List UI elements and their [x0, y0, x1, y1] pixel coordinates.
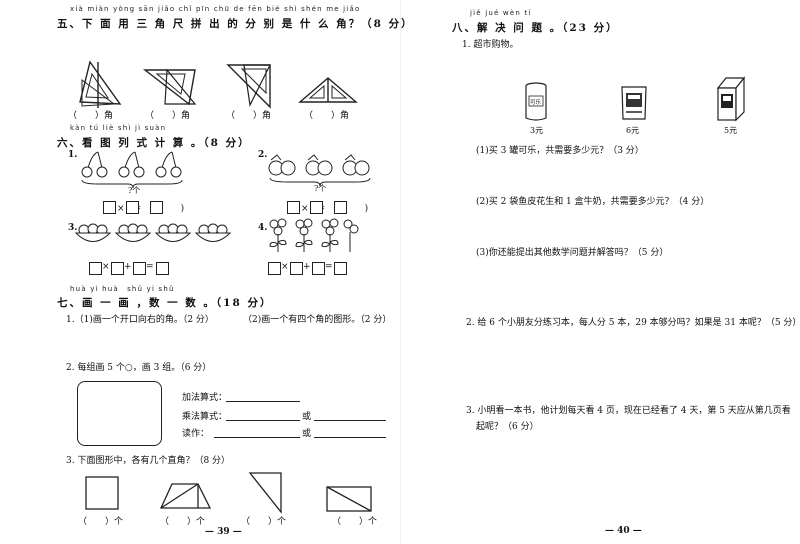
s8-pinyin: jiě jué wèn tí: [470, 9, 532, 17]
price-cola: 3元: [530, 126, 544, 135]
s7-heading: 七、画 一 画 ，数 一 数 。（18 分）: [57, 297, 273, 309]
shape-square: [85, 476, 119, 510]
p2-question: ?个: [314, 184, 327, 193]
read-label: 读作：: [182, 429, 210, 439]
cola-can-icon: [525, 82, 547, 121]
s5-pinyin: xià miàn yòng sān jiǎo chǐ pīn chū de fē…: [70, 5, 361, 13]
p4-box-2[interactable]: [290, 262, 303, 275]
read-or: 或: [302, 429, 312, 439]
q3-line-1: 3. 小明看一本书，他计划每天看 4 页，现在已经看了 4 天，第 5 天应从第…: [466, 406, 791, 416]
right-page-number: — 40 —: [605, 526, 642, 536]
p3-op-times: ×: [102, 262, 110, 272]
read-answer-line-1[interactable]: [214, 437, 300, 438]
add-answer-line[interactable]: [226, 401, 300, 402]
milk-carton-icon: [716, 76, 746, 122]
s5-heading: 五、下 面 用 三 角 尺 拼 出 的 分 别 是 什 么 角？（8 分）: [57, 18, 414, 30]
p1-number: 1.: [68, 150, 78, 160]
peanut-bag-icon: [621, 86, 647, 120]
p4-box-3[interactable]: [312, 262, 325, 275]
p4-box-4[interactable]: [334, 262, 347, 275]
q1-2: (2)买 2 袋鱼皮花生和 1 盒牛奶，共需要多少元？（4 分）: [476, 197, 710, 207]
mul-label: 乘法算式：: [182, 412, 228, 422]
q3-line-2: 起呢？（6 分）: [476, 422, 539, 432]
p4-op-eq: =: [325, 262, 333, 272]
q2: 2. 给 6 个小朋友分练习本，每人分 5 本，29 本够分吗？如果是 31 本…: [466, 318, 800, 328]
read-answer-line-2[interactable]: [314, 437, 386, 438]
s7-pinyin: huà yi huà shǔ yi shǔ: [70, 285, 175, 293]
price-milk: 5元: [724, 126, 738, 135]
drawing-box[interactable]: [77, 381, 162, 446]
p4-box-1[interactable]: [268, 262, 281, 275]
p3-box-2[interactable]: [111, 262, 124, 275]
s8-heading: 八、解 决 问 题 。（23 分）: [452, 22, 619, 34]
s5-figure-3: [226, 64, 271, 109]
p3-op-plus: +: [124, 262, 132, 272]
p1-question: ?个: [128, 186, 141, 195]
q1-1: (1)买 3 罐可乐，共需要多少元？（3 分）: [476, 146, 644, 156]
p2-box-1[interactable]: [287, 201, 300, 214]
flowers-picture: [269, 218, 359, 252]
price-peanut: 6元: [626, 126, 640, 135]
s5-figure-2: [142, 68, 197, 106]
s5-answer-1[interactable]: （ ）角: [68, 111, 114, 121]
mul-answer-line-2[interactable]: [314, 420, 386, 421]
p3-box-1[interactable]: [89, 262, 102, 275]
p3-box-4[interactable]: [156, 262, 169, 275]
s5-figure-1: [79, 60, 122, 108]
shape-rectangle-diagonal: [326, 486, 372, 512]
cola-can-label: 可乐: [530, 100, 542, 106]
q1-title: 1. 超市购物。: [462, 40, 519, 50]
p2-box-2[interactable]: [310, 201, 323, 214]
q1-3: (3)你还能提出其他数学问题并解答吗？（5 分）: [476, 248, 669, 258]
p1-box-3[interactable]: [150, 201, 163, 214]
cherries-picture: [81, 151, 183, 189]
p1-box-2[interactable]: [126, 201, 139, 214]
s6-pinyin: kàn tú liè shì jì suàn: [70, 124, 167, 132]
s5-answer-4[interactable]: （ ）角: [304, 111, 350, 121]
s7-q3: 3. 下面图形中，各有几个直角？（8 分）: [66, 456, 231, 466]
shape-triangle: [248, 472, 282, 514]
s6-heading: 六、看 图 列 式 计 算 。（8 分）: [57, 137, 251, 149]
p4-op-plus: +: [303, 262, 311, 272]
s7-q1a: 1.（1)画一个开口向右的角。（2 分）: [66, 315, 214, 325]
left-page-number: — 39 —: [205, 527, 242, 537]
s7-unit-4[interactable]: （ ）个: [332, 517, 378, 527]
s5-figure-4: [298, 77, 358, 103]
p4-op-times: ×: [281, 262, 289, 272]
tomato-bowls-picture: [74, 223, 232, 242]
s7-unit-1[interactable]: （ ）个: [78, 517, 124, 527]
s7-q1b: （2)画一个有四个角的图形。（2 分）: [243, 315, 392, 325]
page-divider: [400, 0, 401, 544]
s7-unit-3[interactable]: （ ）个: [241, 517, 287, 527]
p3-op-eq: =: [146, 262, 154, 272]
add-label: 加法算式：: [182, 393, 228, 403]
p4-number: 4.: [258, 223, 268, 233]
peaches-picture: [268, 154, 371, 187]
p3-box-3[interactable]: [133, 262, 146, 275]
shape-trapezoid: [159, 483, 212, 509]
p3-number: 3.: [68, 223, 78, 233]
mul-or: 或: [302, 412, 312, 422]
p2-box-3[interactable]: [334, 201, 347, 214]
mul-answer-line-1[interactable]: [226, 420, 300, 421]
p2-number: 2.: [258, 150, 268, 160]
s5-answer-3[interactable]: （ ）角: [226, 111, 272, 121]
s5-answer-2[interactable]: （ ）角: [145, 111, 191, 121]
s7-q2: 2. 每组画 5 个○，画 3 组。（6 分）: [66, 363, 212, 373]
s7-unit-2[interactable]: （ ）个: [160, 517, 206, 527]
p1-box-1[interactable]: [103, 201, 116, 214]
